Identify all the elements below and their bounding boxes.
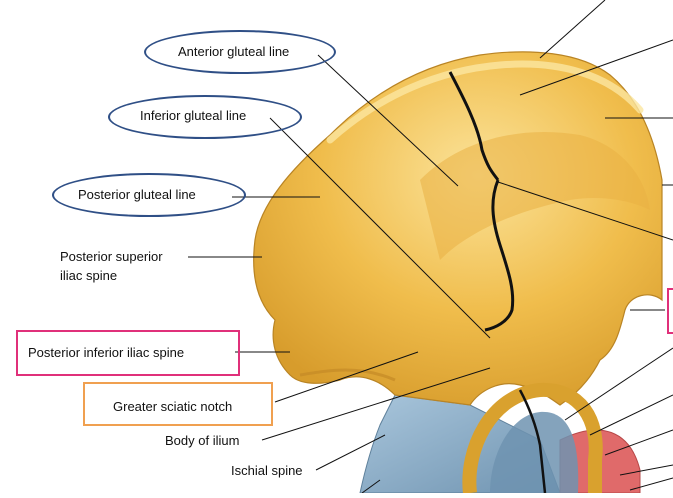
label-anterior-gluteal-line: Anterior gluteal line bbox=[178, 44, 290, 59]
label-posterior-superior-iliac-spine-line1: Posterior superior bbox=[60, 249, 163, 264]
label-body-of-ilium: Body of ilium bbox=[165, 433, 240, 448]
greater-sciatic-notch-box bbox=[83, 382, 273, 426]
anterior-gluteal-line-mark bbox=[448, 71, 500, 181]
anterior-gluteal-line-oval bbox=[144, 30, 336, 74]
label-posterior-inferior-iliac-spine: Posterior inferior iliac spine bbox=[28, 345, 185, 360]
inferior-gluteal-line-oval bbox=[108, 95, 302, 139]
label-posterior-superior-iliac-spine-line2: iliac spine bbox=[60, 268, 118, 283]
acetabulum-rim bbox=[462, 382, 603, 494]
leader-lines bbox=[188, 0, 673, 494]
posterior-inferior-iliac-spine-box bbox=[16, 330, 240, 376]
label-ischial-spine: Ischial spine bbox=[231, 463, 303, 478]
right-edge-pink-box bbox=[667, 288, 673, 334]
posterior-gluteal-line-oval bbox=[52, 173, 246, 217]
label-posterior-gluteal-line: Posterior gluteal line bbox=[78, 187, 196, 202]
label-greater-sciatic-notch: Greater sciatic notch bbox=[113, 399, 233, 414]
label-inferior-gluteal-line: Inferior gluteal line bbox=[140, 108, 247, 123]
